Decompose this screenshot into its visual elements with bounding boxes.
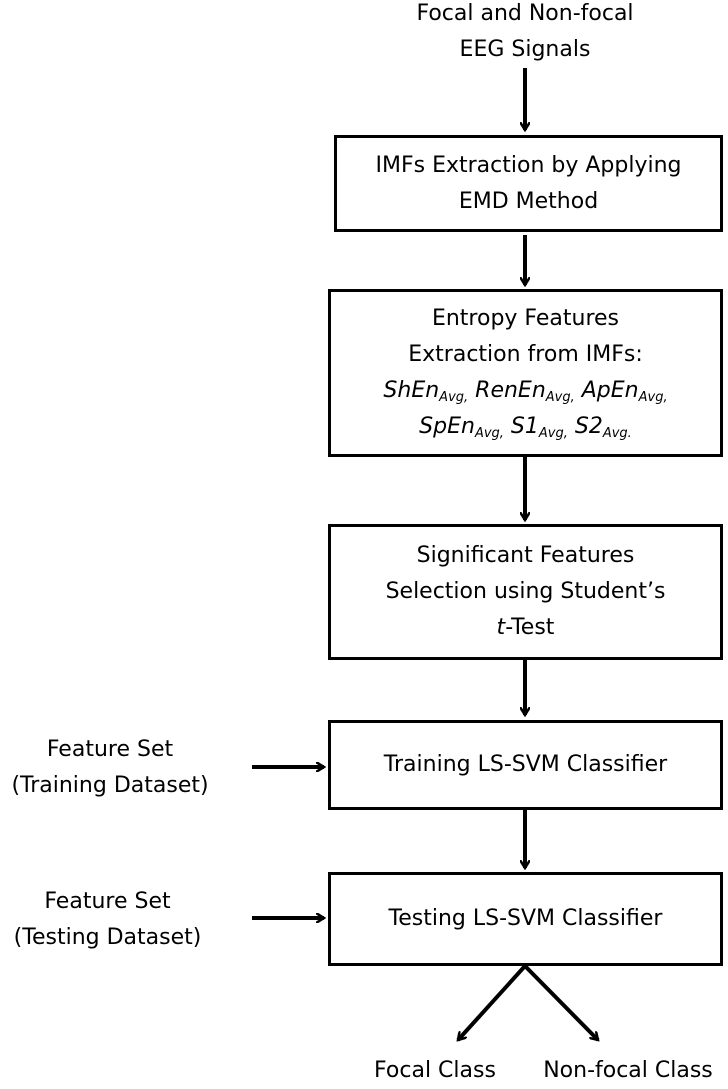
feature-shen-subscript: Avg, [439, 390, 469, 405]
entropy-feature-list-row1: ShEnAvg, RenEnAvg, ApEnAvg, [383, 373, 667, 409]
imf-box-line2: EMD Method [458, 188, 599, 214]
feature-shen: ShEn [383, 378, 440, 403]
feature-s1: S1 [510, 414, 539, 439]
feature-s2: S2 [574, 414, 603, 439]
arrow-testing-to-nonfocal [523, 964, 598, 1040]
training-dataset-line2: (Training Dataset) [11, 773, 209, 798]
imf-box-line1: IMFs Extraction by Applying [375, 152, 682, 178]
focal-class-output: Focal Class [374, 1058, 496, 1083]
testing-dataset-line1: Feature Set [44, 889, 171, 914]
training-box-label: Training LS-SVM Classifier [383, 752, 668, 777]
feature-selection-box: Significant Features Selection using Stu… [328, 524, 723, 660]
t-test-suffix: -Test [505, 615, 555, 640]
t-test-symbol: t [496, 615, 506, 640]
testing-box-label: Testing LS-SVM Classifier [388, 906, 663, 931]
testing-dataset-label: Feature Set (Testing Dataset) [0, 884, 215, 956]
training-dataset-line1: Feature Set [46, 737, 174, 762]
testing-classifier-box: Testing LS-SVM Classifier [328, 872, 723, 966]
training-dataset-label: Feature Set (Training Dataset) [0, 732, 220, 804]
non-focal-class-output: Non-focal Class [543, 1058, 713, 1083]
input-label-line1: Focal and Non-focal [416, 1, 634, 26]
selection-box-line2: Selection using Student’s [385, 579, 666, 604]
feature-renen: RenEn [475, 378, 546, 403]
entropy-feature-list-row2: SpEnAvg, S1Avg, S2Avg. [419, 409, 632, 445]
feature-spen-subscript: Avg, [474, 426, 504, 441]
feature-s2-subscript: Avg. [602, 426, 632, 441]
testing-dataset-line2: (Testing Dataset) [13, 925, 202, 950]
training-classifier-box: Training LS-SVM Classifier [328, 720, 723, 810]
arrow-testing-to-focal [458, 964, 527, 1040]
feature-apen: ApEn [581, 378, 639, 403]
feature-spen: SpEn [419, 414, 475, 439]
feature-s1-subscript: Avg, [538, 426, 568, 441]
input-label-line2: EEG Signals [459, 37, 591, 62]
entropy-box-line2: Extraction from IMFs: [408, 342, 643, 367]
feature-apen-subscript: Avg, [638, 390, 668, 405]
entropy-features-box: Entropy Features Extraction from IMFs: S… [328, 289, 723, 457]
selection-box-line1: Significant Features [416, 543, 635, 568]
entropy-box-line1: Entropy Features [431, 306, 620, 331]
selection-box-line3: t-Test [497, 610, 555, 646]
input-label: Focal and Non-focal EEG Signals [370, 0, 680, 68]
imf-extraction-box: IMFs Extraction by Applying EMD Method [334, 135, 723, 232]
feature-renen-subscript: Avg, [545, 390, 575, 405]
